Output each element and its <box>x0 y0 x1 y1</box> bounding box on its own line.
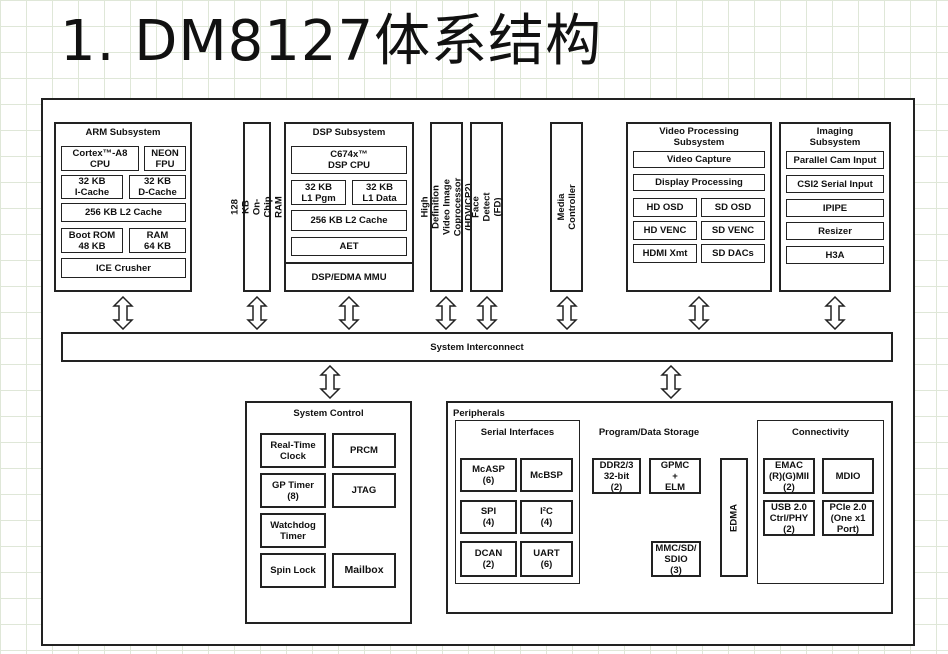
ddr: DDR2/3 32-bit (2) <box>592 458 641 494</box>
face-detect: Face Detect (FD) <box>470 122 503 292</box>
edma: EDMA <box>720 458 748 577</box>
hd-osd: HD OSD <box>633 198 697 217</box>
hdvicp2-label: High Definition Video Image Coprocessor … <box>419 177 474 237</box>
arm-icache: 32 KB I-Cache <box>61 175 123 199</box>
page-title: 1. DM8127体系结构 <box>60 9 603 74</box>
mcasp: McASP (6) <box>460 458 517 492</box>
edma-label: EDMA <box>728 503 740 532</box>
mcbsp: McBSP <box>520 458 573 492</box>
dcan: DCAN (2) <box>460 541 517 577</box>
double-arrow-icon <box>112 296 134 330</box>
arm-l2-cache: 256 KB L2 Cache <box>61 203 186 222</box>
peripherals-title: Peripherals <box>453 408 505 419</box>
dsp-cpu: C674x™ DSP CPU <box>291 146 407 174</box>
double-arrow-icon <box>556 296 578 330</box>
system-control-title: System Control <box>293 408 364 419</box>
imaging-title: Imaging Subsystem <box>809 126 861 148</box>
sd-osd: SD OSD <box>701 198 765 217</box>
ipipe: IPIPE <box>786 199 884 217</box>
media-controller: Media Controller <box>550 122 583 292</box>
face-detect-label: Face Detect (FD) <box>470 192 503 222</box>
hd-venc: HD VENC <box>633 221 697 240</box>
dsp-l2-cache: 256 KB L2 Cache <box>291 210 407 231</box>
mailbox: Mailbox <box>332 553 396 588</box>
arm-dcache: 32 KB D-Cache <box>129 175 186 199</box>
resizer: Resizer <box>786 222 884 240</box>
pcie: PCIe 2.0 (One x1 Port) <box>822 500 874 536</box>
display-processing: Display Processing <box>633 174 765 191</box>
dsp-aet: AET <box>291 237 407 256</box>
real-time-clock: Real-Time Clock <box>260 433 326 468</box>
arm-subsystem-title: ARM Subsystem <box>85 127 161 138</box>
double-arrow-icon <box>688 296 710 330</box>
connectivity-title: Connectivity <box>791 427 849 438</box>
media-controller-label: Media Controller <box>555 184 578 230</box>
arm-cpu: Cortex™-A8 CPU <box>61 146 139 171</box>
on-chip-ram: 128 KB On-Chip RAM <box>230 122 285 292</box>
spin-lock: Spin Lock <box>260 553 326 588</box>
on-chip-ram-label: 128 KB On-Chip RAM <box>229 196 285 218</box>
sd-venc: SD VENC <box>701 221 765 240</box>
video-processing-title: Video Processing Subsystem <box>659 126 739 148</box>
neon-fpu: NEON FPU <box>144 146 186 171</box>
dsp-subsystem-title: DSP Subsystem <box>312 127 386 138</box>
jtag: JTAG <box>332 473 396 508</box>
sd-dacs: SD DACs <box>701 244 765 263</box>
program-data-storage-title: Program/Data Storage <box>598 427 700 438</box>
dsp-l1-data: 32 KB L1 Data <box>352 180 407 205</box>
gpmc-elm: GPMC + ELM <box>649 458 701 494</box>
ice-crusher: ICE Crusher <box>61 258 186 278</box>
gp-timer: GP Timer (8) <box>260 473 326 508</box>
dsp-l1-pgm: 32 KB L1 Pgm <box>291 180 346 205</box>
csi2-serial-input: CSI2 Serial Input <box>786 175 884 193</box>
hdmi-xmt: HDMI Xmt <box>633 244 697 263</box>
double-arrow-icon <box>660 365 682 399</box>
emac: EMAC (R)(G)MII (2) <box>763 458 815 494</box>
uart: UART (6) <box>520 541 573 577</box>
video-capture: Video Capture <box>633 151 765 168</box>
double-arrow-icon <box>319 365 341 399</box>
system-interconnect: System Interconnect <box>61 332 893 362</box>
boot-rom: Boot ROM 48 KB <box>61 228 123 253</box>
parallel-cam-input: Parallel Cam Input <box>786 151 884 169</box>
mdio: MDIO <box>822 458 874 494</box>
h3a: H3A <box>786 246 884 264</box>
hdvicp2: High Definition Video Image Coprocessor … <box>419 122 474 292</box>
watchdog-timer: Watchdog Timer <box>260 513 326 548</box>
double-arrow-icon <box>435 296 457 330</box>
mmc-sd-sdio: MMC/SD/ SDIO (3) <box>651 541 701 577</box>
double-arrow-icon <box>824 296 846 330</box>
i2c: I²C (4) <box>520 500 573 534</box>
double-arrow-icon <box>338 296 360 330</box>
serial-interfaces-title: Serial Interfaces <box>480 427 555 438</box>
usb: USB 2.0 Ctrl/PHY (2) <box>763 500 815 536</box>
arm-ram: RAM 64 KB <box>129 228 186 253</box>
dsp-edma-mmu: DSP/EDMA MMU <box>284 262 414 292</box>
spi: SPI (4) <box>460 500 517 534</box>
prcm: PRCM <box>332 433 396 468</box>
double-arrow-icon <box>246 296 268 330</box>
double-arrow-icon <box>476 296 498 330</box>
